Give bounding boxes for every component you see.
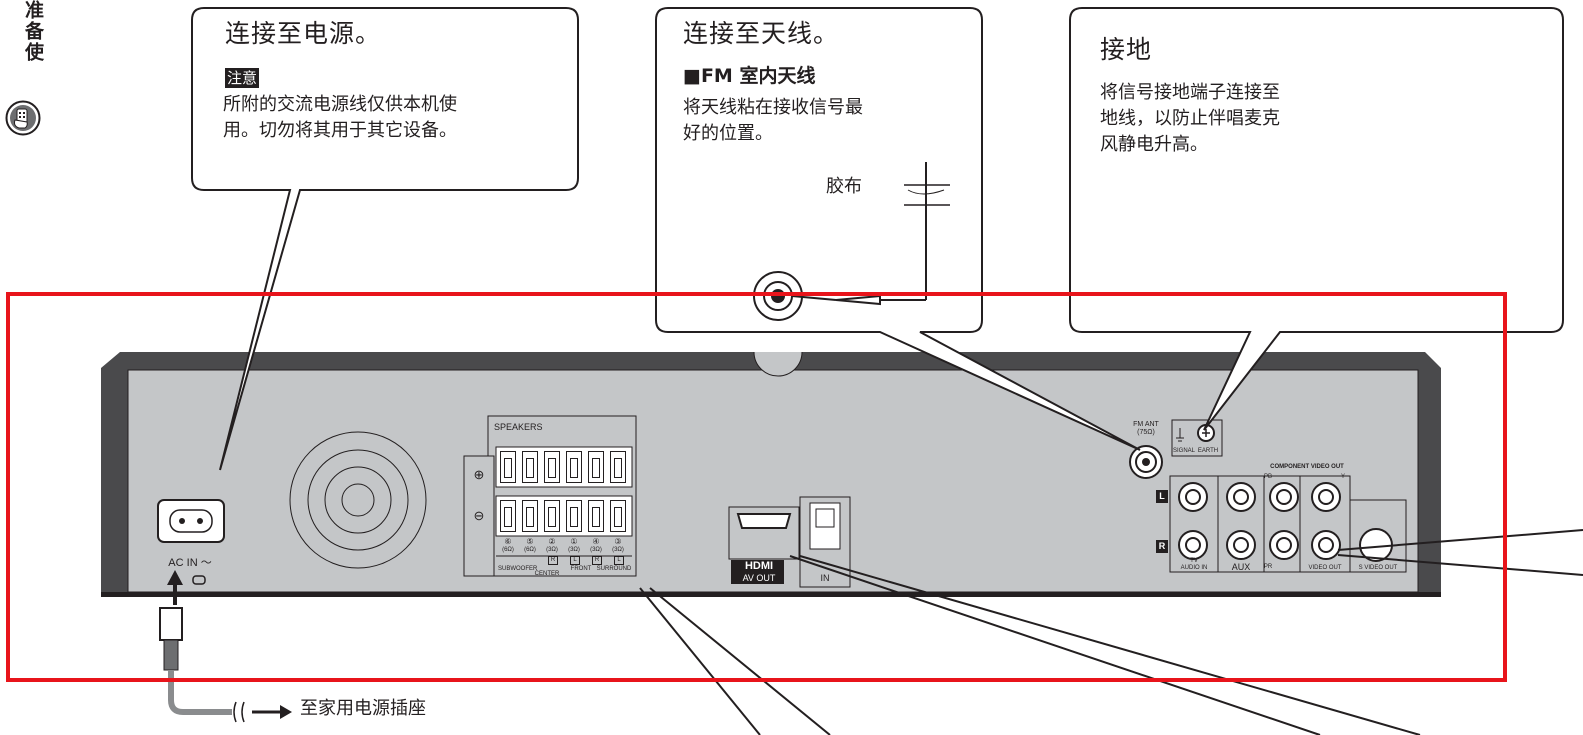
side-tab: 准备使 [0,0,60,160]
ac-arrow [167,570,183,605]
speaker-impedance-label: (6Ω) [502,547,514,553]
speakers-label: SPEAKERS [494,422,543,432]
speaker-terminal-block [463,415,637,577]
tv-label: TV [1190,558,1198,564]
highlight-frame [6,292,1507,682]
speaker-number-label: ③ [614,537,622,546]
s-video-out-label: S VIDEO OUT [1358,565,1398,571]
y-label: Y [1340,474,1345,480]
speaker-terminal-bottom [500,500,516,532]
surround-label: SURROUND [596,566,632,572]
plus-symbol: ⊕ [473,467,485,482]
leader-lines [639,529,1583,735]
subwoofer-label: SUBWOOFER [498,566,538,572]
speaker-terminal-top [588,451,604,483]
speaker-impedance-label: (3Ω) [546,547,558,553]
callout-power-box [191,7,579,471]
ground-callout-line3: 风静电升高。 [1100,134,1208,155]
l-label: L [1159,491,1165,501]
earth-label: EARTH [1197,448,1219,454]
speaker-terminal-bottom [522,500,538,532]
rca-jack-group [1169,475,1407,573]
center-label: CENTER [534,571,560,577]
power-callout-line2: 用。切勿将其用于其它设备。 [223,120,457,141]
speaker-impedance-label: (3Ω) [612,547,624,553]
speaker-channel-label: R [548,556,558,565]
side-tab-title: 准备使 [22,0,44,63]
signal-label: SIGNAL [1172,448,1195,454]
speaker-terminal-top [610,451,626,483]
tape-label: 胶布 [826,176,862,197]
remote-hand-icon [5,100,41,136]
component-video-out-label: COMPONENT VIDEO OUT [1270,464,1344,470]
speaker-number-label: ① [570,537,578,546]
fm-ant-label: FM ANT [1133,421,1159,428]
pb-label: PB [1263,474,1272,480]
speaker-terminal-top [500,451,516,483]
power-cord [159,607,292,723]
speaker-terminal-bottom [588,500,604,532]
outlet-label: 至家用电源插座 [300,698,426,719]
speaker-number-label: ② [548,537,556,546]
speaker-terminal-bottom [610,500,626,532]
fm-ant-jack [1129,445,1163,479]
front-label: FRONT [570,566,592,572]
hdmi-port [728,506,800,584]
speaker-impedance-label: (3Ω) [590,547,602,553]
speaker-channel-label: L [614,556,624,565]
antenna-callout-line2: 好的位置。 [683,123,773,144]
power-callout-line1: 所附的交流电源线仅供本机使 [223,94,457,115]
ac-inlet [157,499,225,585]
antenna-callout-line1: 将天线粘在接收信号最 [683,97,863,118]
fm-ohm-label: (75Ω) [1137,429,1155,436]
video-out-label: VIDEO OUT [1308,565,1342,571]
speaker-channel-label: L [570,556,580,565]
power-callout-title: 连接至电源。 [225,19,382,48]
ground-callout-title: 接地 [1100,35,1153,64]
caution-badge: 注意 [225,68,260,88]
hdmi-logo: HDMI [744,560,774,572]
ground-callout-line2: 地线，以防止伴唱麦克 [1100,108,1280,129]
callout-ground-box [1069,7,1564,431]
speaker-impedance-label: (6Ω) [524,547,536,553]
speaker-terminal-top [522,451,538,483]
speaker-impedance-label: (3Ω) [568,547,580,553]
fan-grille [289,431,427,569]
minus-symbol: ⊖ [473,508,485,523]
r-badge [1156,540,1168,553]
antenna-callout-subtitle: ■FM 室内天线 [683,65,816,87]
hdmi-av-out-label: AV OUT [742,573,776,583]
ground-callout-line1: 将信号接地端子连接至 [1100,82,1280,103]
l-badge [1156,490,1168,503]
speaker-terminal-top [566,451,582,483]
ac-in-label: AC IN ～ [168,557,212,569]
speaker-terminal-bottom [544,500,560,532]
r-label: R [1158,541,1166,551]
speaker-terminal-bottom [566,500,582,532]
audio-in-label: AUDIO IN [1180,565,1208,571]
speaker-terminal-top [544,451,560,483]
optical-in-label: IN [820,573,830,583]
pr-label: PR [1263,564,1273,570]
antenna-callout-title: 连接至天线。 [683,19,840,48]
speaker-number-label: ⑥ [504,537,512,546]
speaker-number-label: ④ [592,537,600,546]
optical-port [799,496,851,588]
speaker-channel-label: R [592,556,602,565]
speaker-number-label: ⑤ [526,537,534,546]
aux-label: AUX [1231,562,1251,572]
earth-terminal [1171,419,1223,457]
